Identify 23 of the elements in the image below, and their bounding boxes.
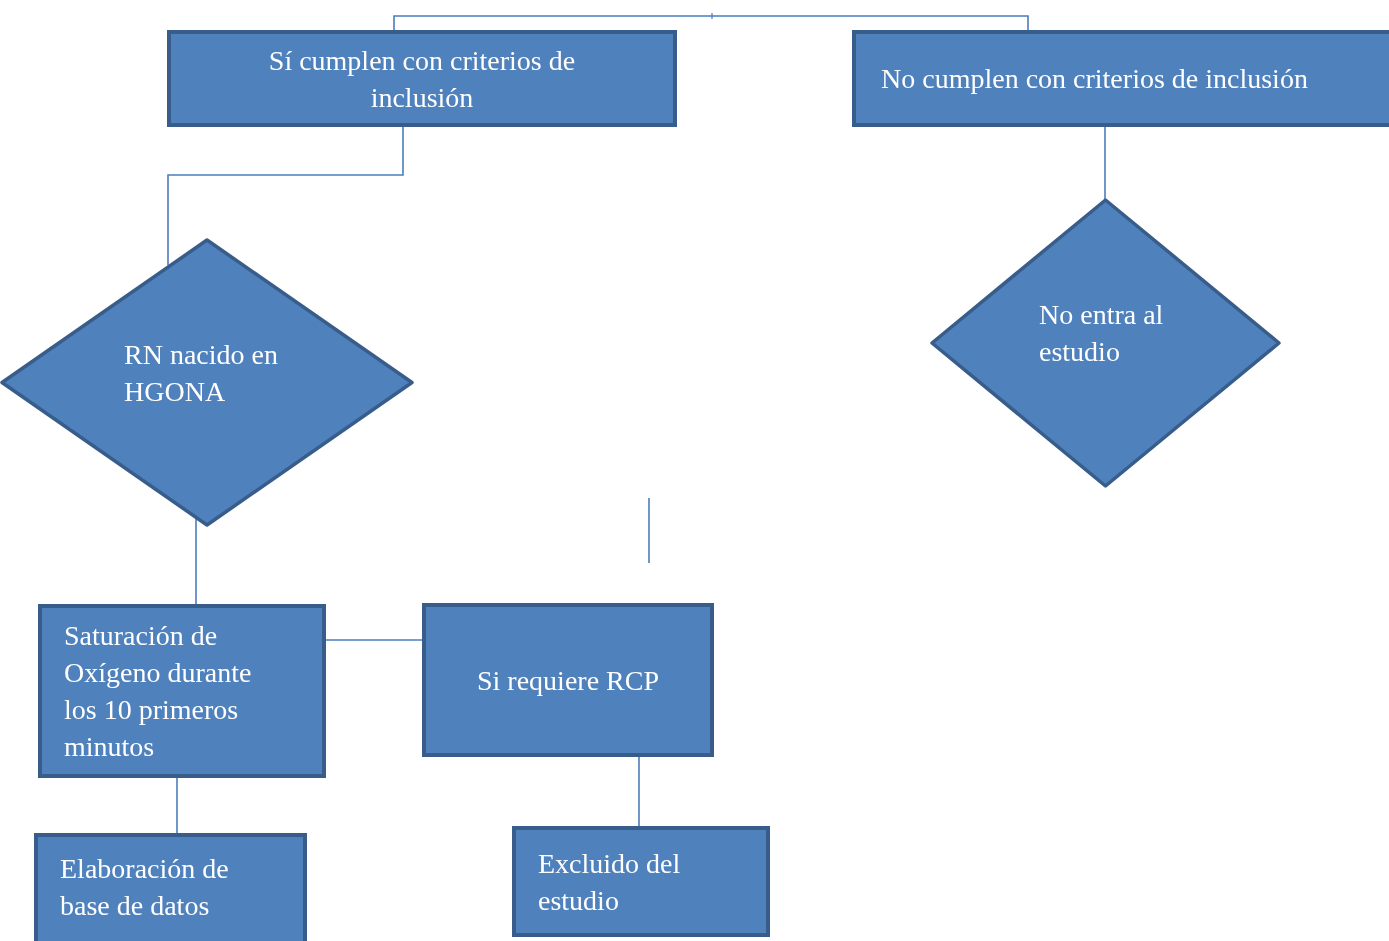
decision-text: RN nacido en HGONA [124,337,279,409]
decision-diamond [0,238,414,527]
process-box [34,833,307,941]
box-text: Sí cumplen con criterios de inclusión [267,43,577,115]
box-text: Saturación de Oxígeno durante los 10 primeros minutos [64,619,253,764]
connector-line [1104,126,1106,200]
box-text: No cumplen con criterios de inclusión [881,62,1308,96]
process-box [422,603,714,757]
process-box [512,826,770,937]
connector-line [176,777,178,834]
process-box [852,30,1389,127]
connector-line [393,15,1029,31]
decision-diamond [930,198,1281,488]
box-text: Si requiere RCP [477,663,659,698]
connector-line [638,756,640,827]
box-text: Elaboración de base de datos [60,852,230,923]
decision-text: No entra al estudio [1039,298,1165,369]
connector-line [167,126,404,266]
connector-line [325,639,423,641]
box-text: Excluido del estudio [538,846,682,918]
process-box [167,30,677,127]
process-box [38,604,326,778]
connector-line [195,518,197,605]
